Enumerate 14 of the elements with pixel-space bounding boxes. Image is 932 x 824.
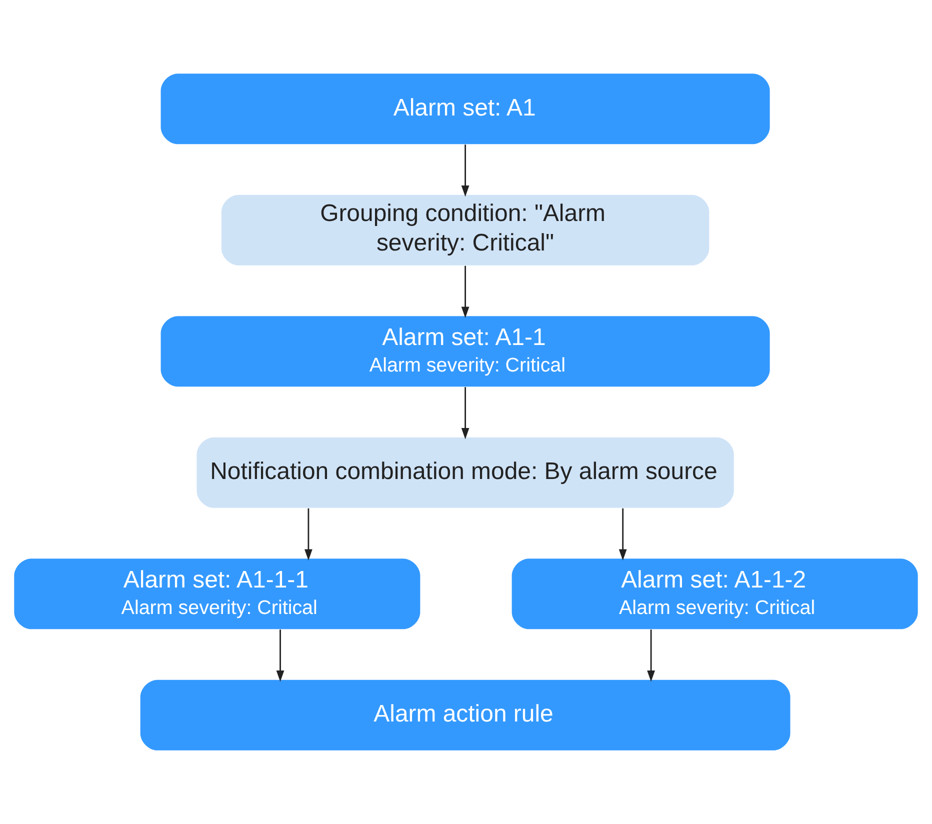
arrow	[461, 144, 470, 197]
arrow	[461, 387, 470, 440]
node-box: Alarm set: A1-1 Alarm severity: Critical	[160, 316, 770, 387]
arrow	[304, 508, 312, 561]
node-box: Alarm action rule	[140, 680, 790, 750]
arrow	[276, 630, 284, 682]
node-box: Alarm set: A1	[160, 74, 770, 144]
node-box: Grouping condition: "Alarm severity: Critical"	[221, 194, 710, 266]
node-box: Alarm set: A1-1-2 Alarm severity: Critical	[512, 558, 918, 630]
arrow	[618, 508, 627, 561]
arrow	[647, 630, 655, 682]
node-box: Alarm set: A1-1-1 Alarm severity: Critical	[14, 558, 420, 630]
arrow	[461, 266, 470, 318]
node-box: Notification combination mode: By alarm source	[196, 437, 734, 508]
